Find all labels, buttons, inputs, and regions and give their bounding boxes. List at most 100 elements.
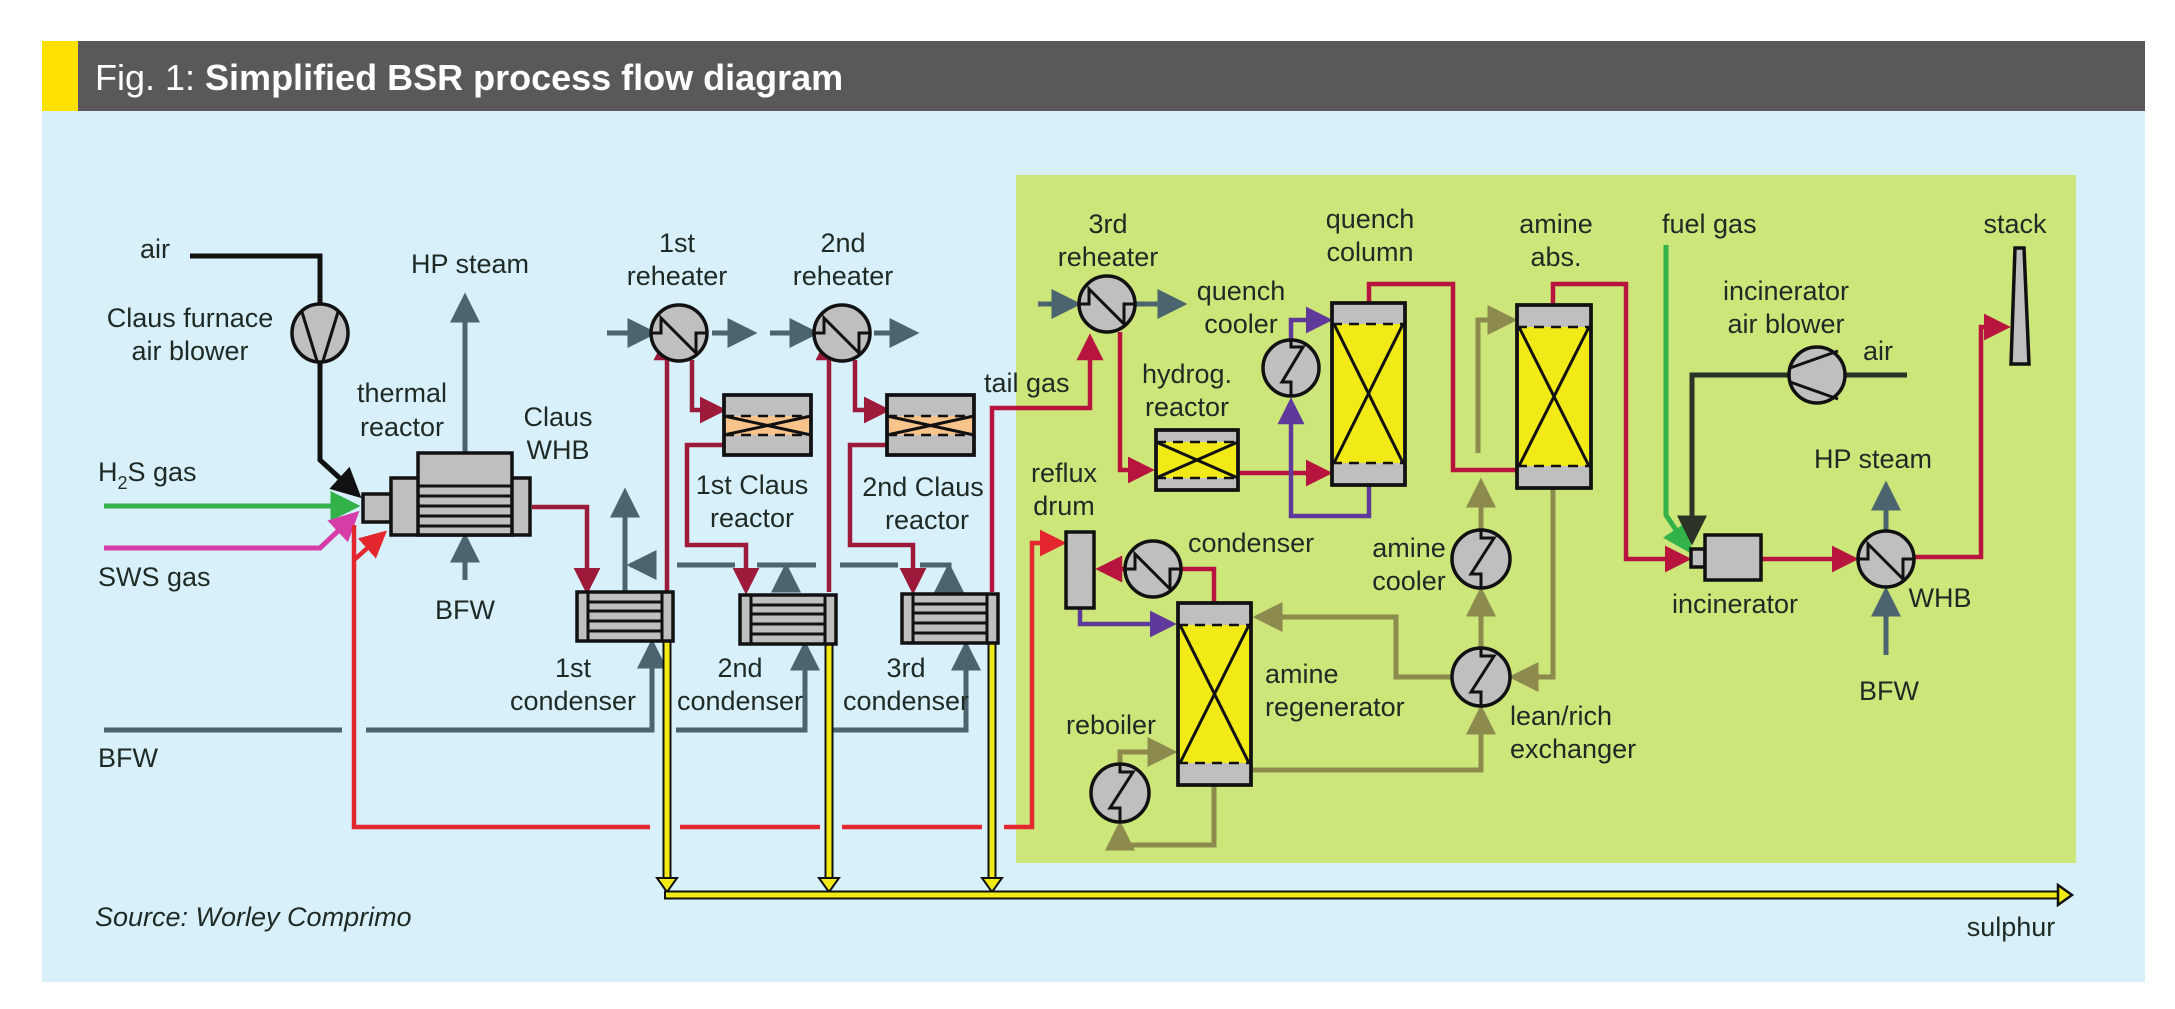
- source-credit: Source: Worley Comprimo: [95, 902, 412, 932]
- lean-amine-to-exchanger: [1251, 704, 1496, 773]
- label-bfw-whb-2: BFW: [1859, 676, 1920, 706]
- label-reheater3-2: reheater: [1058, 242, 1159, 272]
- label-thermal-reactor: thermal: [357, 378, 447, 408]
- label-sulphur: sulphur: [1967, 912, 2056, 942]
- thermal-reactor: [361, 451, 532, 537]
- bfw-to-condenser3: [830, 640, 981, 733]
- reheater-1: [649, 303, 709, 363]
- label-lean-rich-2: exchanger: [1510, 734, 1636, 764]
- sulphur-down-arrows: [655, 877, 1004, 894]
- label-amine-regenerator-2: regenerator: [1265, 692, 1405, 722]
- blower-icon: [1787, 345, 1847, 405]
- label-condenser3: 3rd: [886, 653, 925, 683]
- header-accent: [42, 41, 78, 111]
- amine-regenerator: [1176, 601, 1253, 787]
- figure-title-text: Simplified BSR process flow diagram: [205, 57, 843, 98]
- label-hp-steam-2: HP steam: [1814, 444, 1932, 474]
- label-claus-reactor1: 1st Claus: [696, 470, 809, 500]
- incinerator: [1689, 533, 1763, 582]
- incinerator-air-line: [1677, 372, 1789, 546]
- whb-to-condenser1: [532, 504, 601, 595]
- label-reboiler: reboiler: [1066, 710, 1156, 740]
- bfw-to-condenser1: [366, 638, 667, 733]
- label-reheater1-2: reheater: [627, 261, 728, 291]
- label-amine-absorber-2: abs.: [1530, 242, 1581, 272]
- label-regen-condenser: condenser: [1188, 528, 1314, 558]
- label-claus-blower-2: air blower: [131, 336, 248, 366]
- rich-amine-to-regenerator: [1252, 602, 1452, 680]
- label-quench-column-2: column: [1326, 237, 1413, 267]
- sulphur-arrow-icon: [2056, 882, 2075, 908]
- label-bfw-header: BFW: [98, 743, 159, 773]
- rich-amine-to-exchanger: [1508, 488, 1556, 692]
- label-incinerator-blower: incinerator: [1723, 276, 1849, 306]
- reflux-drum: [1064, 530, 1096, 610]
- label-condenser2: 2nd: [717, 653, 762, 683]
- claus-reactor-2: [885, 393, 976, 457]
- header-bar: [42, 41, 2145, 111]
- air-line: [190, 253, 323, 304]
- claus-reactor-1: [722, 393, 813, 457]
- label-quench-cooler: quench: [1197, 276, 1286, 306]
- label-claus-reactor2-2: reactor: [885, 505, 969, 535]
- label-claus-reactor2: 2nd Claus: [862, 472, 984, 502]
- reheater1-to-reactor1: [689, 360, 727, 424]
- label-air: air: [140, 234, 170, 264]
- quench-cooler: [1261, 338, 1321, 398]
- label-condenser1-2: condenser: [510, 686, 636, 716]
- reflux-return: [1077, 608, 1177, 638]
- condenser-2: [738, 593, 838, 646]
- condenser-3: [900, 592, 1000, 645]
- label-sws-gas: SWS gas: [98, 562, 211, 592]
- whb-to-stack: [1914, 313, 2011, 560]
- quench-column: [1330, 301, 1407, 487]
- label-claus-whb-2: WHB: [527, 435, 590, 465]
- label-claus-whb: Claus: [523, 402, 592, 432]
- label-h2s-gas: H2S gas: [98, 457, 197, 493]
- blower-icon: [290, 302, 350, 364]
- absorber-to-incinerator: [1550, 281, 1692, 573]
- figure-title: Fig. 1: Simplified BSR process flow diag…: [95, 57, 843, 98]
- figure-number: Fig. 1:: [95, 57, 205, 98]
- label-reheater2-2: reheater: [793, 261, 894, 291]
- amine-cooler: [1450, 528, 1512, 590]
- label-condenser3-2: condenser: [843, 686, 969, 716]
- incinerator-whb: [1856, 529, 1916, 589]
- reboiler: [1089, 762, 1151, 824]
- lean-amine-to-absorber: [1475, 305, 1518, 453]
- reboiler-return: [1117, 737, 1178, 767]
- quench-to-absorber: [1366, 281, 1517, 473]
- hydrogenation-reactor: [1154, 428, 1240, 492]
- label-amine-cooler: amine: [1372, 533, 1446, 563]
- regenerator-overhead: [1181, 566, 1217, 603]
- whb-shell: [416, 451, 514, 537]
- reactor2-to-condenser3: [847, 442, 927, 595]
- burner-icon: [1689, 547, 1707, 569]
- bfw-to-condenser2: [676, 640, 820, 733]
- label-reflux-drum: reflux: [1031, 458, 1098, 488]
- label-whb: WHB: [1909, 583, 1972, 613]
- label-condenser1: 1st: [555, 653, 592, 683]
- label-claus-blower: Claus furnace: [107, 303, 274, 333]
- burner-icon: [361, 492, 393, 524]
- regenerator-condenser: [1123, 539, 1183, 599]
- label-lean-rich: lean/rich: [1510, 701, 1612, 731]
- quench-water-feed: [1288, 306, 1333, 340]
- reheater-3: [1077, 274, 1137, 334]
- reheater3-to-hydrog: [1117, 332, 1155, 484]
- condenser-1: [575, 590, 675, 643]
- regenerator-to-reboiler: [1105, 785, 1217, 851]
- label-tail-gas: tail gas: [984, 368, 1070, 398]
- label-condenser2-2: condenser: [677, 686, 803, 716]
- reheater2-to-reactor2: [852, 360, 891, 424]
- recycle-to-reflux-drum: [1004, 529, 1067, 830]
- label-reheater2: 2nd: [820, 228, 865, 258]
- incinerator-air-blower: [1787, 345, 1847, 405]
- claus-air-blower: [290, 302, 350, 364]
- label-hydrog-reactor-2: reactor: [1145, 392, 1229, 422]
- label-reheater1: 1st: [659, 228, 696, 258]
- label-hydrog-reactor: hydrog.: [1142, 359, 1232, 389]
- label-claus-reactor1-2: reactor: [710, 503, 794, 533]
- label-incinerator-air: air: [1863, 336, 1893, 366]
